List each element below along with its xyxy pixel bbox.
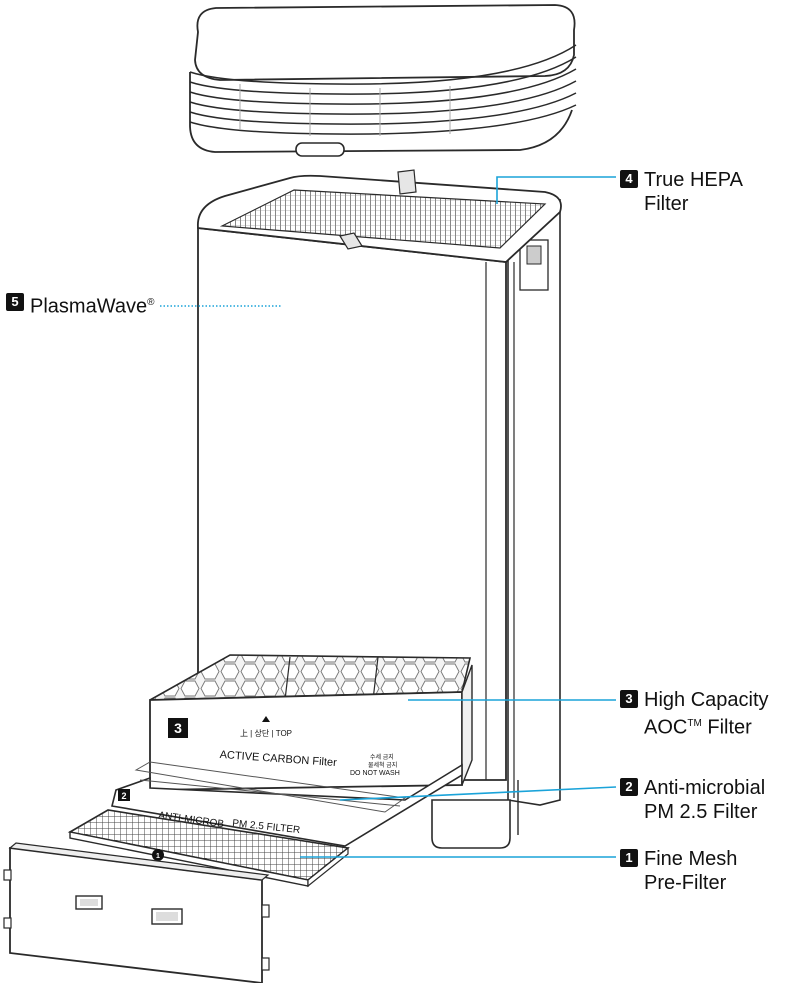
callout-number: 5: [6, 293, 24, 311]
callout-number: 3: [620, 690, 638, 708]
aoc-text: AOC: [644, 716, 688, 739]
callout-label-line2: Filter: [644, 193, 689, 215]
carbon-wash-3: DO NOT WASH: [350, 770, 400, 777]
callout-number: 2: [620, 778, 638, 796]
leader-line-2: [339, 786, 617, 801]
callout-label-line1: PlasmaWave: [30, 295, 148, 318]
hepa-filter-grille: [219, 189, 547, 249]
callout-label-line2: Pre-Filter: [644, 872, 727, 894]
mesh-badge-text: 1: [156, 853, 160, 860]
carbon-wash-2: 물세척 금지: [368, 761, 397, 769]
front-cover: [3, 842, 270, 983]
leader-lines: [160, 176, 617, 858]
callout-number: 4: [620, 170, 638, 188]
callout-label-line1: High Capacity: [644, 689, 769, 711]
carbon-badge-text: 3: [174, 720, 182, 736]
carbon-top-text: 上 | 상단 | TOP: [240, 728, 292, 738]
registered-mark: ®: [147, 297, 155, 308]
callout-label-line1: Fine Mesh: [644, 848, 738, 870]
callout-carbon: 3 High Capacity AOCTM Filter: [620, 688, 769, 740]
callout-mesh: 1 Fine Mesh Pre-Filter: [620, 847, 737, 895]
top-lid: [189, 4, 577, 157]
purifier-body: [197, 169, 562, 849]
callout-label-line2: PM 2.5 Filter: [644, 801, 758, 823]
trademark-mark: TM: [687, 718, 702, 729]
callout-pm25: 2 Anti-microbial PM 2.5 Filter: [620, 776, 765, 824]
callout-label-line1: True HEPA: [644, 169, 743, 191]
callout-hepa: 4 True HEPA Filter: [620, 168, 743, 216]
pm-badge-text: 2: [121, 791, 126, 801]
filter-text: Filter: [701, 716, 752, 739]
carbon-wash-1: 수세 금지: [370, 753, 394, 761]
callout-plasmawave: 5 PlasmaWave®: [6, 291, 154, 319]
callout-number: 1: [620, 849, 638, 867]
callout-label-line1: Anti-microbial: [644, 777, 766, 799]
leader-line-4: [496, 176, 616, 204]
carbon-filter: 3 上 | 상단 | TOP ACTIVE CARBON Filter 수세 금…: [149, 654, 473, 791]
